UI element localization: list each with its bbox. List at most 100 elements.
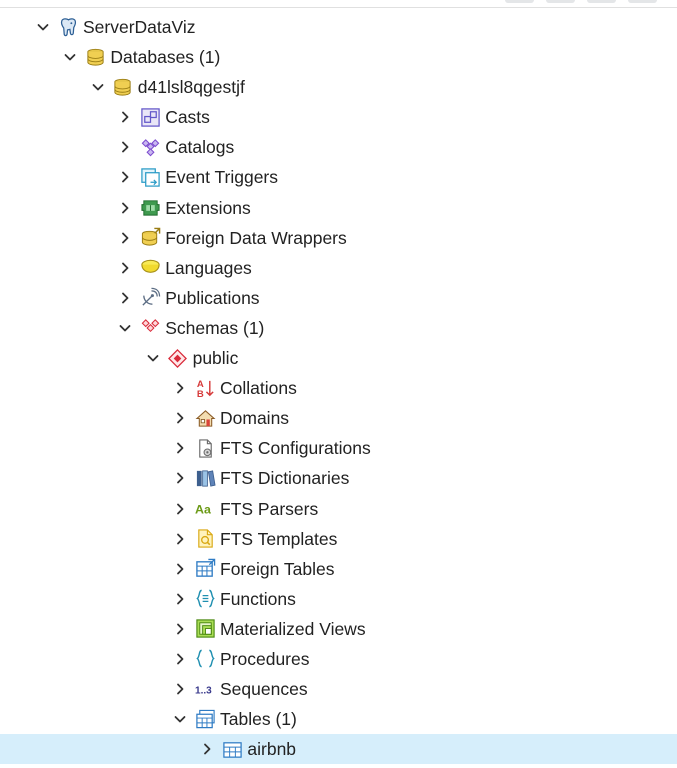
svg-text:A: A xyxy=(196,379,203,390)
window-top-bar xyxy=(0,0,677,8)
tree-node-label: Event Triggers xyxy=(165,167,279,188)
tree-node[interactable]: Extensions xyxy=(0,193,677,223)
fts-parsers-icon: Aa xyxy=(194,499,216,519)
chevron-right-icon[interactable] xyxy=(116,162,134,192)
tree-node[interactable]: Materialized Views xyxy=(0,614,677,644)
tree-node[interactable]: Domains xyxy=(0,403,677,433)
tree-node-label: Functions xyxy=(220,588,296,609)
chevron-right-icon[interactable] xyxy=(116,102,134,132)
tree-node-label: ServerDataViz xyxy=(83,17,196,37)
chevron-right-icon[interactable] xyxy=(171,554,189,584)
schemas-icon xyxy=(139,318,161,338)
event-triggers-icon xyxy=(139,167,161,187)
materialized-views-icon xyxy=(194,619,216,639)
tree-node-label: FTS Templates xyxy=(220,528,338,549)
fts-configurations-icon xyxy=(194,438,216,458)
tree-node[interactable]: ServerDataViz xyxy=(0,12,677,42)
toolbar-button[interactable] xyxy=(546,0,575,3)
postgres-elephant-icon xyxy=(57,17,79,37)
tree-node-label: Procedures xyxy=(220,648,310,669)
svg-text:1..3: 1..3 xyxy=(195,685,212,696)
tree-node[interactable]: Procedures xyxy=(0,644,677,674)
tree-node[interactable]: d41lsl8qgestjf xyxy=(0,72,677,102)
databases-icon xyxy=(84,47,106,67)
chevron-right-icon[interactable] xyxy=(171,463,189,493)
chevron-down-icon[interactable] xyxy=(61,42,79,72)
tree-node[interactable]: Functions xyxy=(0,584,677,614)
toolbar-button[interactable] xyxy=(505,0,534,3)
tree-node-label: airbnb xyxy=(247,739,297,760)
toolbar-button[interactable] xyxy=(587,0,616,3)
fts-templates-icon xyxy=(194,529,216,549)
tree-node-label: Schemas (1) xyxy=(165,317,265,338)
tree-node-label: Casts xyxy=(165,107,210,128)
chevron-right-icon[interactable] xyxy=(171,644,189,674)
functions-icon xyxy=(194,589,216,609)
chevron-right-icon[interactable] xyxy=(171,614,189,644)
tree-node[interactable]: Aa FTS Parsers xyxy=(0,494,677,524)
database-icon xyxy=(112,77,134,97)
chevron-right-icon[interactable] xyxy=(171,584,189,614)
tree-node-label: Languages xyxy=(165,257,252,278)
tree-node-label: FTS Parsers xyxy=(220,498,319,519)
chevron-right-icon[interactable] xyxy=(116,132,134,162)
fts-dictionaries-icon xyxy=(194,468,216,488)
tree-node[interactable]: Casts xyxy=(0,102,677,132)
tree-node[interactable]: Languages xyxy=(0,253,677,283)
tree-node[interactable]: Tables (1) xyxy=(0,704,677,734)
chevron-down-icon[interactable] xyxy=(89,72,107,102)
chevron-right-icon[interactable] xyxy=(198,734,216,764)
chevron-down-icon[interactable] xyxy=(144,343,162,373)
tree-node[interactable]: airbnb xyxy=(0,734,677,765)
tree-node-label: public xyxy=(192,348,239,369)
chevron-right-icon[interactable] xyxy=(116,223,134,253)
chevron-down-icon[interactable] xyxy=(116,313,134,343)
tree-node[interactable]: FTS Templates xyxy=(0,524,677,554)
table-icon xyxy=(221,739,243,759)
tree-node-label: Collations xyxy=(220,378,297,399)
extensions-icon xyxy=(139,198,161,218)
tree-node[interactable]: Publications xyxy=(0,283,677,313)
chevron-right-icon[interactable] xyxy=(116,193,134,223)
tree-node[interactable]: FTS Dictionaries xyxy=(0,463,677,493)
chevron-down-icon[interactable] xyxy=(34,12,52,42)
tree-node[interactable]: Foreign Data Wrappers xyxy=(0,223,677,253)
tree-node[interactable]: Schemas (1) xyxy=(0,313,677,343)
languages-icon xyxy=(139,258,161,278)
chevron-right-icon[interactable] xyxy=(171,524,189,554)
toolbar-button[interactable] xyxy=(628,0,657,3)
tree-node-label: Foreign Tables xyxy=(220,558,335,579)
chevron-right-icon[interactable] xyxy=(171,433,189,463)
casts-icon xyxy=(139,107,161,127)
chevron-right-icon[interactable] xyxy=(171,494,189,524)
tree-node[interactable]: 1..3 Sequences xyxy=(0,674,677,704)
chevron-right-icon[interactable] xyxy=(171,403,189,433)
tree-node[interactable]: Databases (1) xyxy=(0,42,677,72)
tree-node-label: Databases (1) xyxy=(110,47,221,68)
tree-node-label: FTS Configurations xyxy=(220,438,371,459)
tree-node-label: Publications xyxy=(165,287,260,308)
schema-icon xyxy=(167,348,189,368)
chevron-right-icon[interactable] xyxy=(171,373,189,403)
chevron-right-icon[interactable] xyxy=(116,253,134,283)
tree-node[interactable]: Foreign Tables xyxy=(0,554,677,584)
tree-node-label: FTS Dictionaries xyxy=(220,468,350,489)
tree-node[interactable]: Catalogs xyxy=(0,132,677,162)
tree-node[interactable]: public xyxy=(0,343,677,373)
catalogs-icon xyxy=(139,137,161,157)
tree-node[interactable]: FTS Configurations xyxy=(0,433,677,463)
chevron-right-icon[interactable] xyxy=(116,283,134,313)
tree-node-label: Materialized Views xyxy=(220,618,366,639)
tree-node-label: Extensions xyxy=(165,197,251,218)
tree-node[interactable]: Event Triggers xyxy=(0,162,677,192)
tree-node-label: Sequences xyxy=(220,679,308,700)
tables-icon xyxy=(194,709,216,729)
chevron-right-icon[interactable] xyxy=(171,674,189,704)
tree-node-label: Domains xyxy=(220,408,290,429)
svg-text:Aa: Aa xyxy=(195,502,211,516)
tree-node-label: Tables (1) xyxy=(220,709,297,730)
chevron-down-icon[interactable] xyxy=(171,704,189,734)
